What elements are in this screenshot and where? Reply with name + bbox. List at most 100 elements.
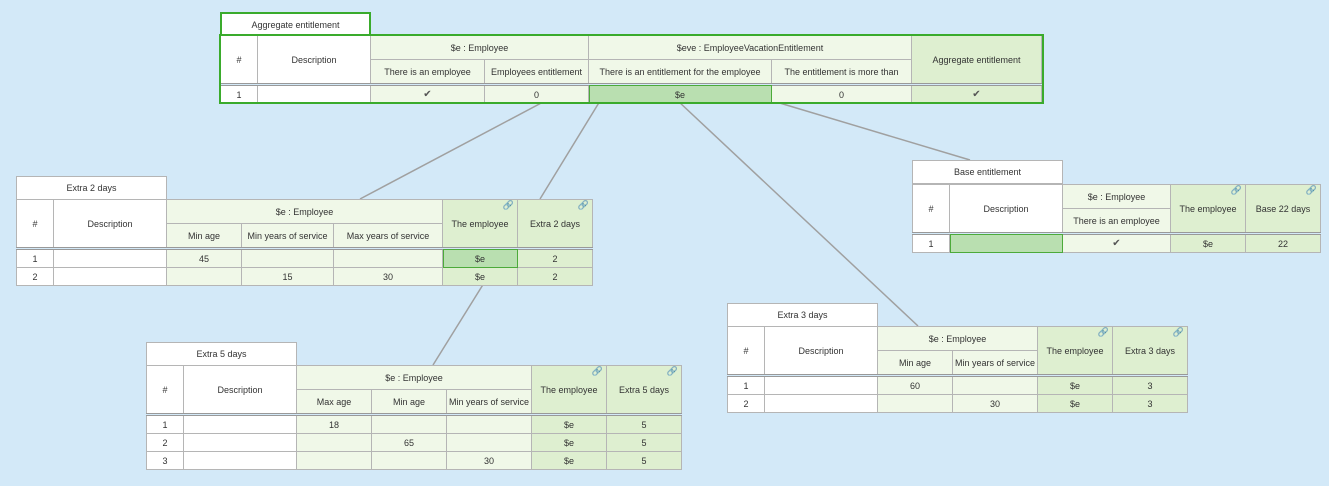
description-cell[interactable] [183, 451, 297, 470]
there-is-employee-header[interactable]: There is an employee [370, 59, 485, 85]
description-cell[interactable] [53, 267, 167, 286]
description-cell[interactable] [183, 413, 297, 434]
extra-5-days-title[interactable]: Extra 5 days [146, 342, 297, 366]
min-years-cell[interactable] [445, 433, 533, 452]
employee-cell[interactable]: $e [1037, 394, 1114, 413]
max-years-cell[interactable]: 30 [333, 267, 443, 286]
table-row: 1 60 $e 3 [727, 374, 1189, 395]
employee-cell[interactable]: $e [442, 267, 518, 286]
the-employee-header[interactable]: 🔗The employee [531, 365, 608, 415]
checkbox-checked-icon[interactable]: ✔ [911, 83, 1042, 104]
min-age-header[interactable]: Min age [166, 223, 242, 249]
row-number[interactable]: 1 [220, 83, 258, 104]
entitlement-more-than-header[interactable]: The entitlement is more than [771, 59, 912, 85]
employee-group-header[interactable]: $e : Employee [1062, 184, 1171, 209]
row-number[interactable]: 1 [727, 374, 765, 395]
min-age-cell[interactable] [166, 267, 242, 286]
employees-entitlement-header[interactable]: Employees entitlement [484, 59, 589, 85]
min-years-cell[interactable]: 30 [445, 451, 533, 470]
extra-days-cell[interactable]: 5 [606, 433, 683, 452]
min-age-header[interactable]: Min age [877, 350, 953, 376]
max-age-cell[interactable] [296, 433, 372, 452]
min-age-header[interactable]: Min age [371, 389, 447, 415]
employee-cell[interactable]: $e [531, 413, 608, 434]
employee-cell[interactable]: $e [1037, 374, 1114, 395]
description-header: Description [257, 35, 371, 85]
checkbox-checked-icon[interactable]: ✔ [370, 83, 485, 104]
row-number[interactable]: 1 [16, 247, 54, 268]
the-employee-header[interactable]: 🔗The employee [1170, 184, 1246, 234]
extra-5-days-header[interactable]: 🔗Extra 5 days [606, 365, 683, 415]
extra-2-days-header[interactable]: 🔗Extra 2 days [517, 199, 593, 249]
max-years-cell[interactable] [333, 247, 443, 268]
description-cell[interactable] [764, 374, 878, 395]
extra-3-days-header[interactable]: 🔗Extra 3 days [1112, 326, 1189, 376]
extra-days-cell[interactable]: 3 [1112, 374, 1189, 395]
row-number[interactable]: 2 [146, 433, 184, 452]
base-22-days-header[interactable]: 🔗Base 22 days [1245, 184, 1321, 234]
entitlement-ref-cell[interactable]: $e [588, 83, 772, 104]
link-icon: 🔗 [577, 200, 589, 211]
row-number[interactable]: 1 [912, 232, 950, 253]
min-age-cell[interactable] [371, 413, 447, 434]
min-years-header[interactable]: Min years of service [445, 389, 533, 415]
extra-2-days-title[interactable]: Extra 2 days [16, 176, 167, 200]
min-years-cell[interactable]: 15 [241, 267, 334, 286]
description-cell[interactable] [764, 394, 878, 413]
employee-cell[interactable]: $e [1170, 232, 1246, 253]
max-age-cell[interactable]: 18 [296, 413, 372, 434]
link-icon: 🔗 [666, 366, 679, 377]
employee-cell[interactable]: $e [442, 247, 518, 268]
table-row: 1 45 $e 2 [16, 247, 593, 268]
min-age-cell[interactable]: 60 [877, 374, 953, 395]
extra-days-cell[interactable]: 2 [517, 247, 593, 268]
min-years-header[interactable]: Min years of service [241, 223, 334, 249]
extra-days-cell[interactable]: 2 [517, 267, 593, 286]
description-cell[interactable] [257, 83, 371, 104]
base-days-cell[interactable]: 22 [1245, 232, 1321, 253]
eve-group-header[interactable]: $eve : EmployeeVacationEntitlement [588, 35, 912, 60]
row-number[interactable]: 1 [146, 413, 184, 434]
there-is-employee-header[interactable]: There is an employee [1062, 208, 1171, 234]
more-than-cell[interactable]: 0 [771, 83, 912, 104]
extra-5-days-table: # Description $e : Employee 🔗The employe… [146, 365, 683, 470]
base-entitlement-title[interactable]: Base entitlement [912, 160, 1063, 184]
row-number[interactable]: 2 [727, 394, 765, 413]
row-number[interactable]: 2 [16, 267, 54, 286]
extra-days-cell[interactable]: 3 [1112, 394, 1189, 413]
max-years-header[interactable]: Max years of service [333, 223, 443, 249]
description-cell[interactable] [949, 232, 1063, 253]
min-age-cell[interactable] [371, 451, 447, 470]
min-years-header[interactable]: Min years of service [951, 350, 1039, 376]
max-age-header[interactable]: Max age [296, 389, 372, 415]
min-years-cell[interactable] [241, 247, 334, 268]
employee-group-header[interactable]: $e : Employee [876, 326, 1039, 351]
aggregate-entitlement-header[interactable]: Aggregate entitlement [911, 35, 1042, 85]
extra-days-cell[interactable]: 5 [606, 451, 683, 470]
employee-group-header[interactable]: $e : Employee [370, 35, 589, 60]
row-number[interactable]: 3 [146, 451, 184, 470]
the-employee-header[interactable]: 🔗The employee [1037, 326, 1114, 376]
extra-days-cell[interactable]: 5 [606, 413, 683, 434]
extra-3-days-title[interactable]: Extra 3 days [727, 303, 878, 327]
min-years-cell[interactable]: 30 [951, 394, 1039, 413]
the-employee-header[interactable]: 🔗The employee [442, 199, 518, 249]
min-age-cell[interactable] [877, 394, 953, 413]
min-age-cell[interactable]: 65 [371, 433, 447, 452]
min-age-cell[interactable]: 45 [166, 247, 242, 268]
employees-entitlement-cell[interactable]: 0 [484, 83, 589, 104]
there-is-entitlement-header[interactable]: There is an entitlement for the employee [588, 59, 772, 85]
min-years-cell[interactable] [445, 413, 533, 434]
table-row: 2 15 30 $e 2 [16, 267, 593, 286]
description-cell[interactable] [183, 433, 297, 452]
row-number-header: # [16, 199, 54, 249]
checkbox-checked-icon[interactable]: ✔ [1062, 232, 1171, 253]
employee-cell[interactable]: $e [531, 451, 608, 470]
employee-group-header[interactable]: $e : Employee [166, 199, 443, 224]
description-cell[interactable] [53, 247, 167, 268]
description-header: Description [53, 199, 167, 249]
employee-group-header[interactable]: $e : Employee [295, 365, 533, 390]
min-years-cell[interactable] [951, 374, 1039, 395]
max-age-cell[interactable] [296, 451, 372, 470]
employee-cell[interactable]: $e [531, 433, 608, 452]
